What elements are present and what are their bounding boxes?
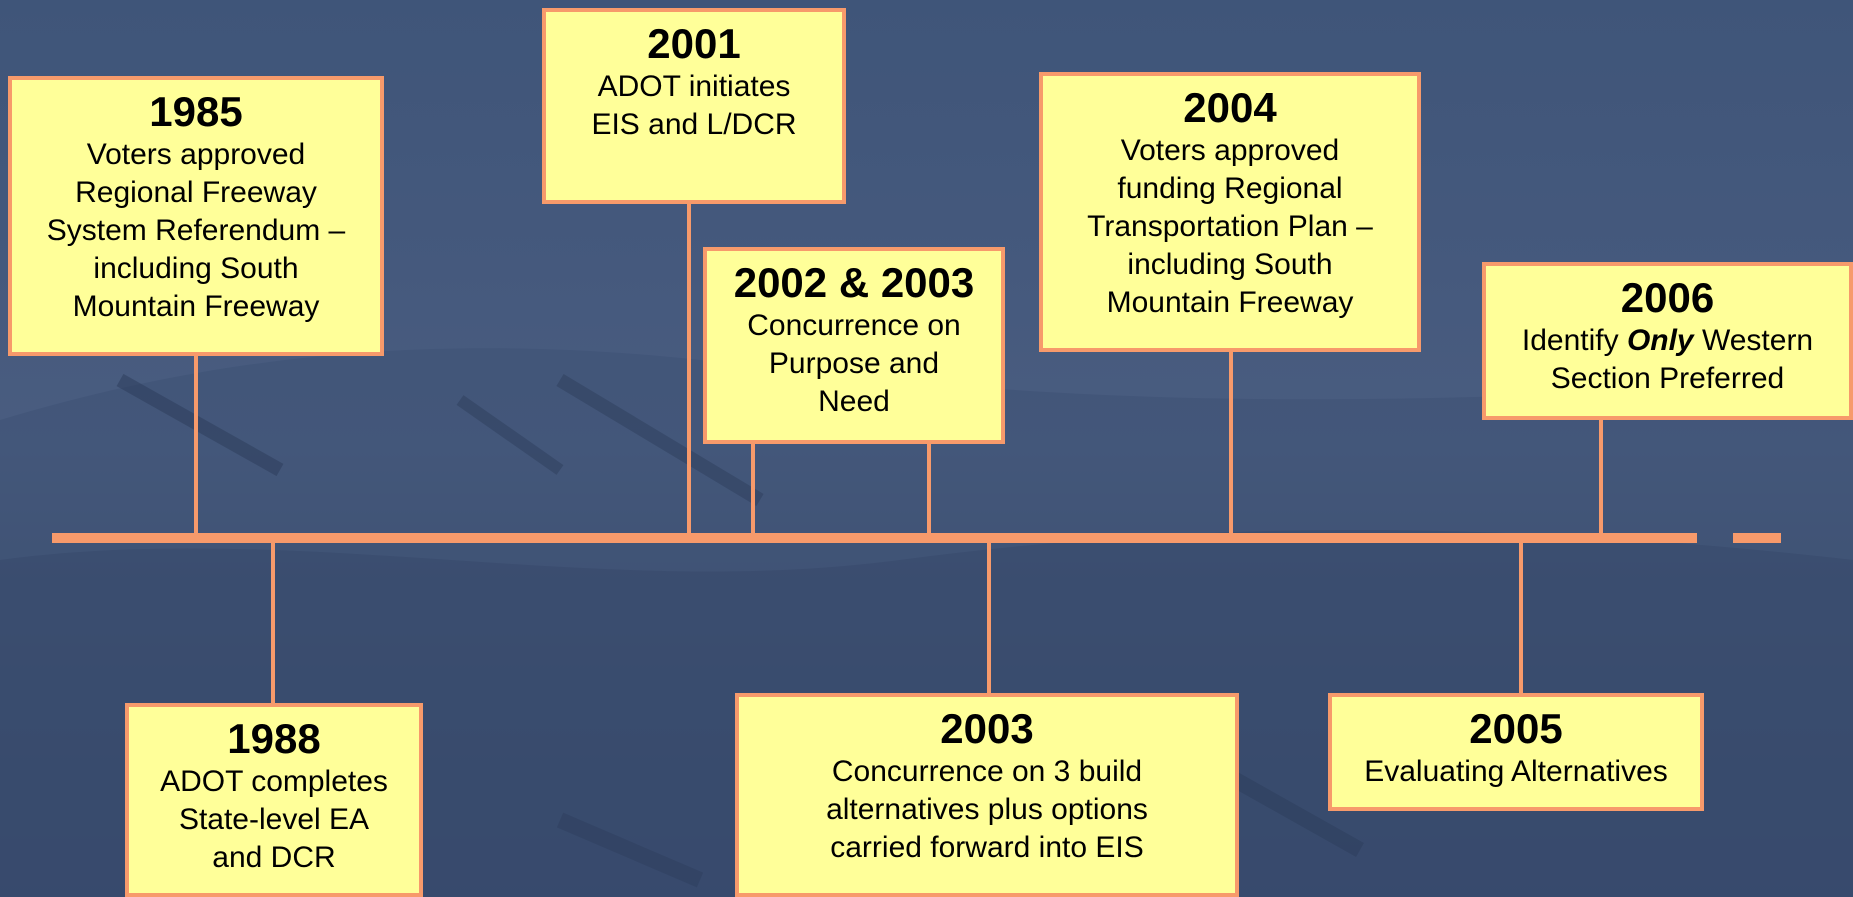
event-year: 2002 & 2003 — [733, 259, 975, 306]
connector-1988 — [271, 540, 275, 706]
emphasis-text: Only — [1626, 324, 1694, 357]
timeline-axis — [52, 533, 1697, 543]
event-year: 2004 — [1183, 84, 1277, 131]
event-year: 2006 — [1620, 274, 1715, 321]
connector-2006 — [1599, 418, 1603, 536]
event-box-2004: 2004 Voters approved funding Regional Tr… — [1039, 72, 1421, 352]
timeline-continuation — [1733, 533, 1781, 543]
event-description: Concurrence on 3 build alternatives plus… — [826, 755, 1148, 864]
connector-1985 — [194, 352, 198, 536]
event-year: 1985 — [149, 88, 243, 135]
event-box-1988: 1988 ADOT completes State-level EA and D… — [125, 703, 423, 897]
connector-2002-a — [751, 442, 755, 536]
event-year: 2001 — [647, 20, 741, 67]
event-box-2005: 2005 Evaluating Alternatives — [1328, 693, 1704, 811]
event-year: 2003 — [940, 705, 1034, 752]
event-box-1985: 1985 Voters approved Regional Freeway Sy… — [8, 76, 384, 356]
event-description: Evaluating Alternatives — [1364, 755, 1668, 788]
connector-2002-b — [927, 442, 931, 536]
event-box-2006: 2006 Identify Only Western Section Prefe… — [1482, 262, 1853, 420]
event-description: ADOT completes State-level EA and DCR — [160, 765, 388, 874]
event-box-2001: 2001 ADOT initiates EIS and L/DCR — [542, 8, 846, 204]
event-description: ADOT initiates EIS and L/DCR — [591, 70, 797, 141]
event-description: Concurrence on Purpose and Need — [747, 309, 961, 418]
connector-2001 — [687, 202, 691, 536]
connector-2005 — [1519, 540, 1523, 696]
event-box-2003: 2003 Concurrence on 3 build alternatives… — [735, 693, 1239, 897]
event-description: Identify Only Western Section Preferred — [1521, 324, 1814, 395]
event-box-2002-2003: 2002 & 2003 Concurrence on Purpose and N… — [703, 247, 1005, 444]
event-year: 1988 — [227, 715, 321, 762]
connector-2004 — [1229, 350, 1233, 536]
event-description: Voters approved Regional Freeway System … — [46, 138, 346, 323]
connector-2003 — [987, 540, 991, 696]
event-description: Voters approved funding Regional Transpo… — [1087, 134, 1373, 319]
event-year: 2005 — [1469, 705, 1563, 752]
